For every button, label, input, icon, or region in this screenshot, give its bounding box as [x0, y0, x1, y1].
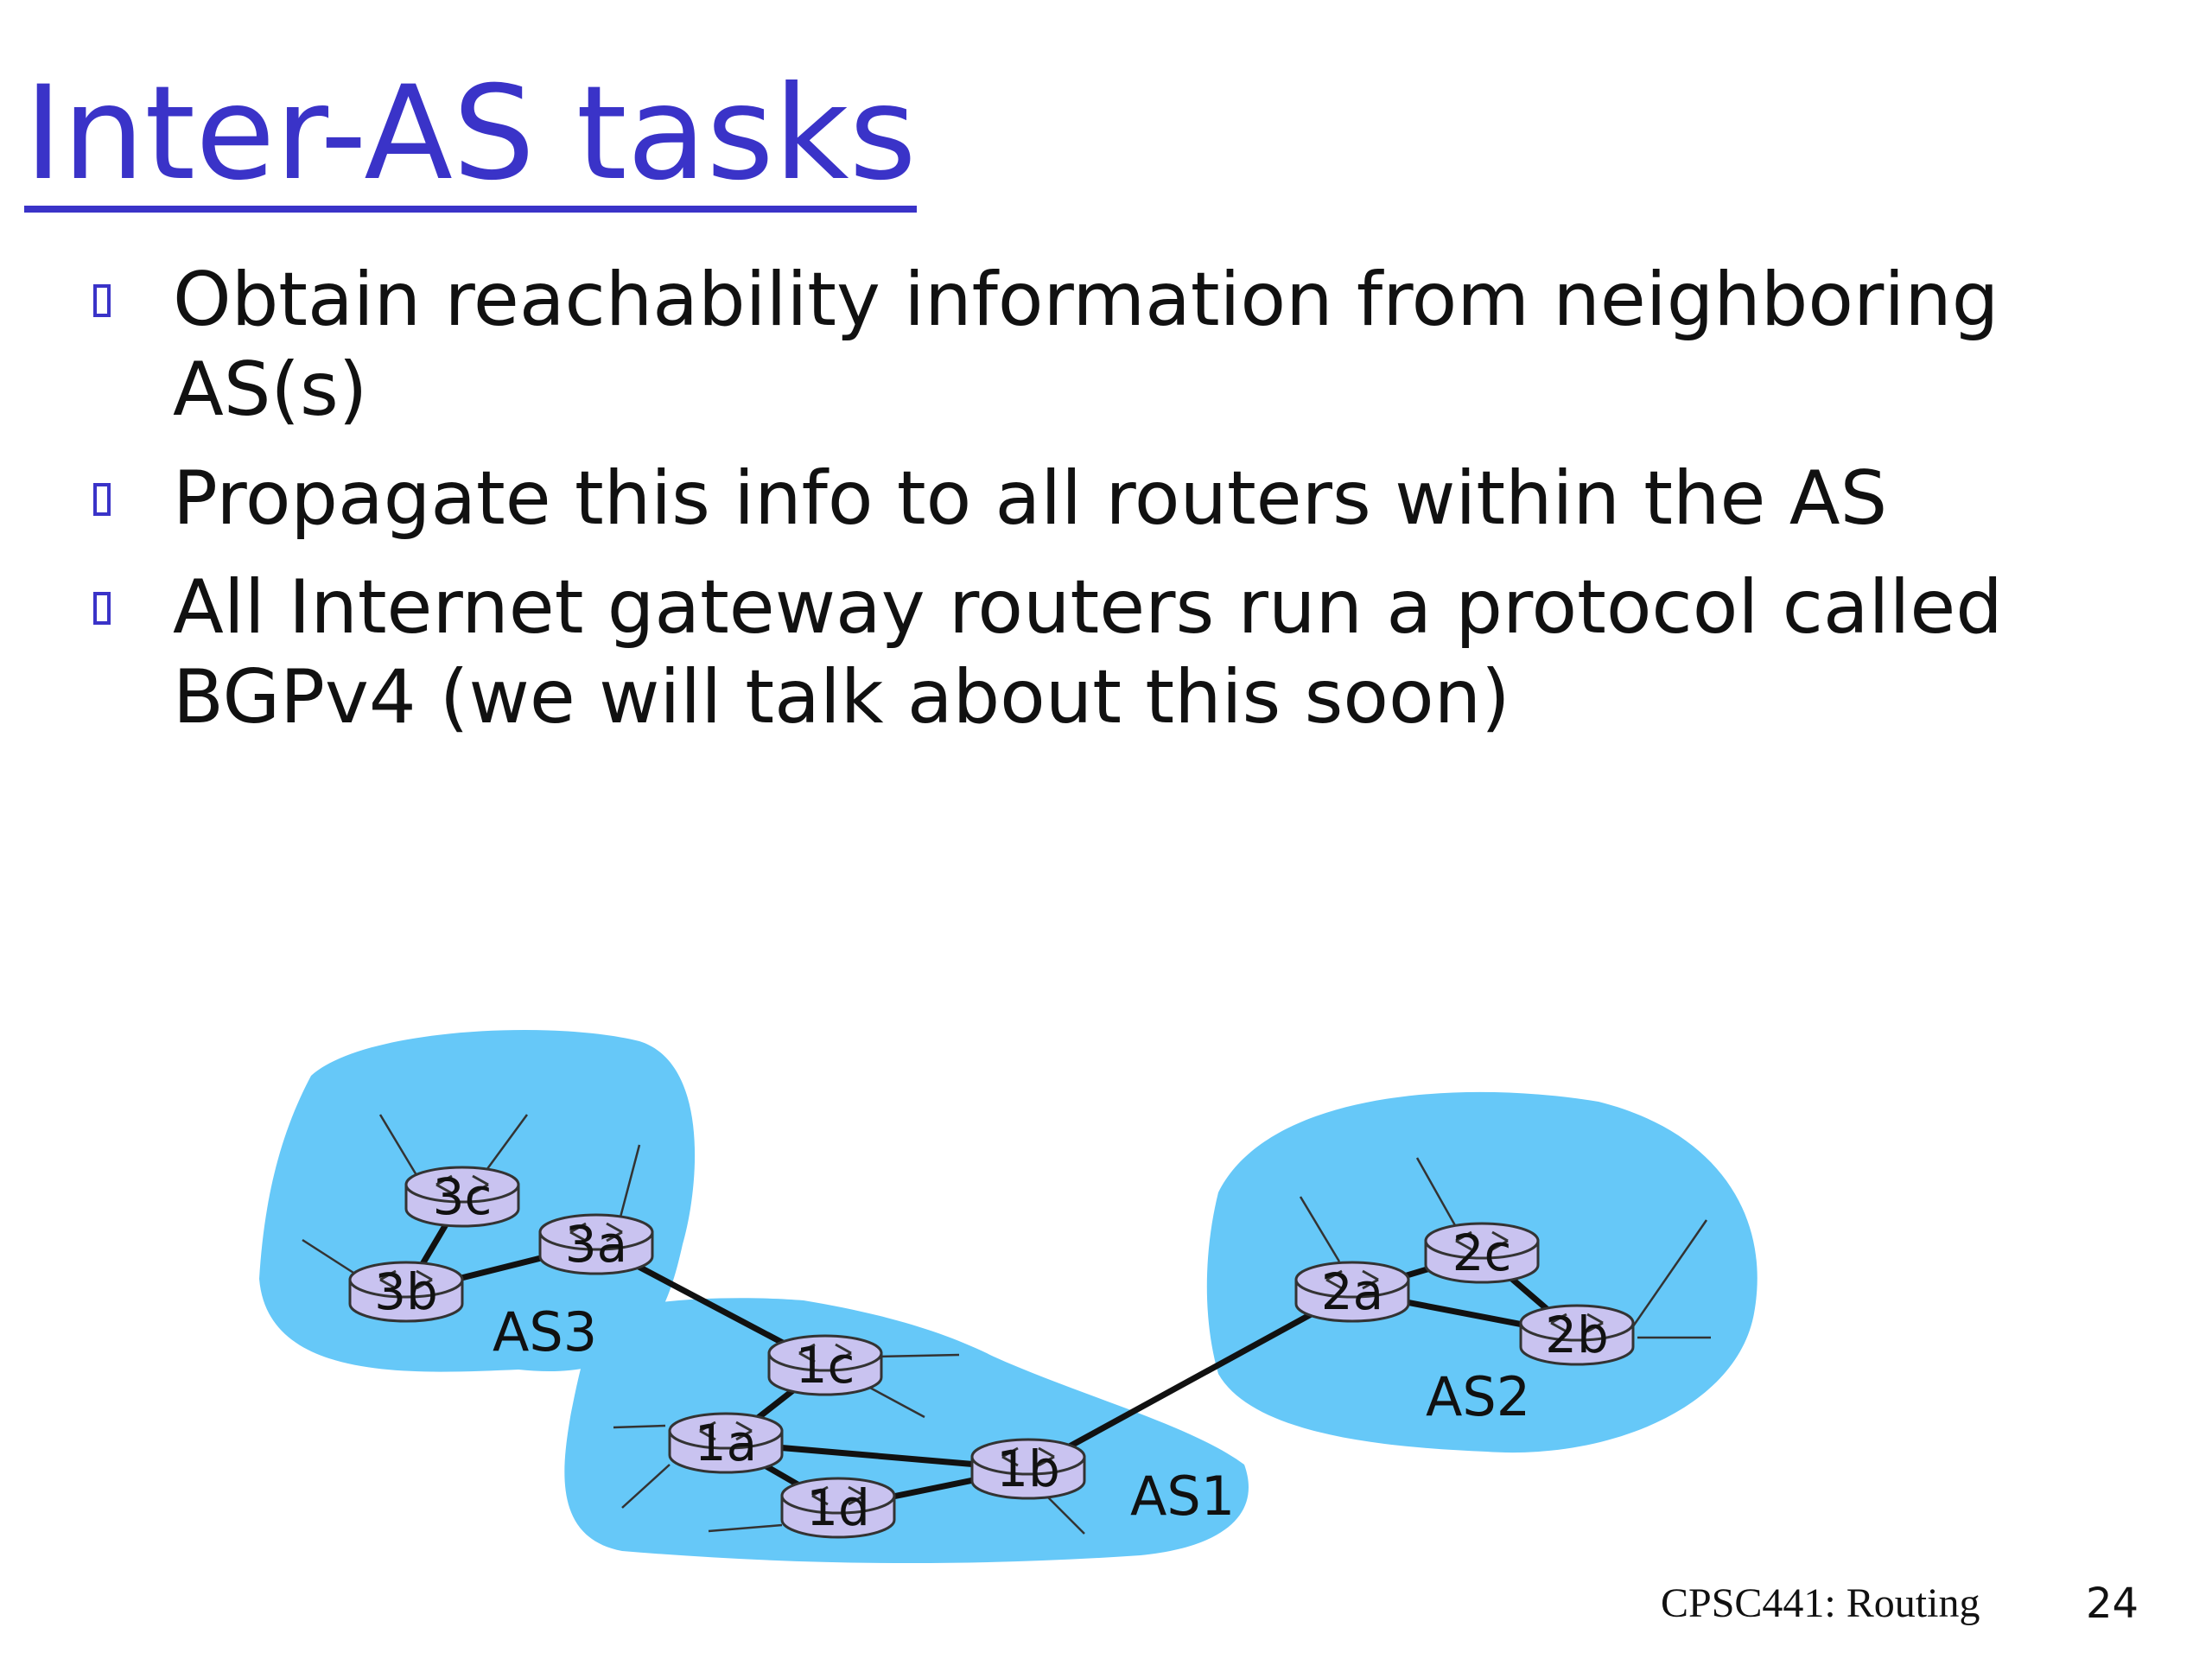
router-label: 3a — [565, 1215, 627, 1274]
bullet-square-icon — [93, 284, 111, 317]
bullet-text: Obtain reachability information from nei… — [173, 257, 1999, 343]
bullet-list: Obtain reachability information from nei… — [86, 255, 2074, 761]
as3-label: AS3 — [493, 1300, 597, 1363]
bullet-text: All Internet gateway routers run a proto… — [173, 564, 2003, 651]
bullet-text: Propagate this info to all routers withi… — [173, 455, 1888, 542]
router-label: 2c — [1452, 1224, 1512, 1282]
router-label: 1b — [996, 1440, 1060, 1498]
router-label: 3c — [433, 1167, 493, 1226]
as2-label: AS2 — [1426, 1365, 1530, 1428]
router-label: 1a — [695, 1414, 757, 1472]
slide-title: Inter-AS tasks — [24, 69, 917, 213]
router-label: 2b — [1545, 1306, 1609, 1364]
footer-course-title: CPSC441: Routing — [1661, 1580, 1980, 1626]
bullet-text-continued: BGPv4 (we will talk about this soon) — [173, 654, 1510, 741]
router-label: 2a — [1321, 1262, 1383, 1321]
as1-label: AS1 — [1130, 1465, 1235, 1528]
bullet-item: All Internet gateway routers run a proto… — [86, 563, 2074, 742]
footer-page-number: 24 — [2086, 1580, 2139, 1628]
bullet-square-icon — [93, 483, 111, 516]
router-label: 3b — [374, 1262, 438, 1321]
router-label: 1d — [806, 1478, 870, 1537]
bullet-item: Propagate this info to all routers withi… — [86, 454, 2074, 543]
bullet-item: Obtain reachability information from nei… — [86, 255, 2074, 435]
as1-region — [564, 1298, 1249, 1564]
bullet-text-continued: AS(s) — [173, 346, 368, 433]
bullet-square-icon — [93, 592, 111, 625]
router-label: 1c — [796, 1336, 855, 1395]
stub-links — [302, 1114, 1711, 1535]
